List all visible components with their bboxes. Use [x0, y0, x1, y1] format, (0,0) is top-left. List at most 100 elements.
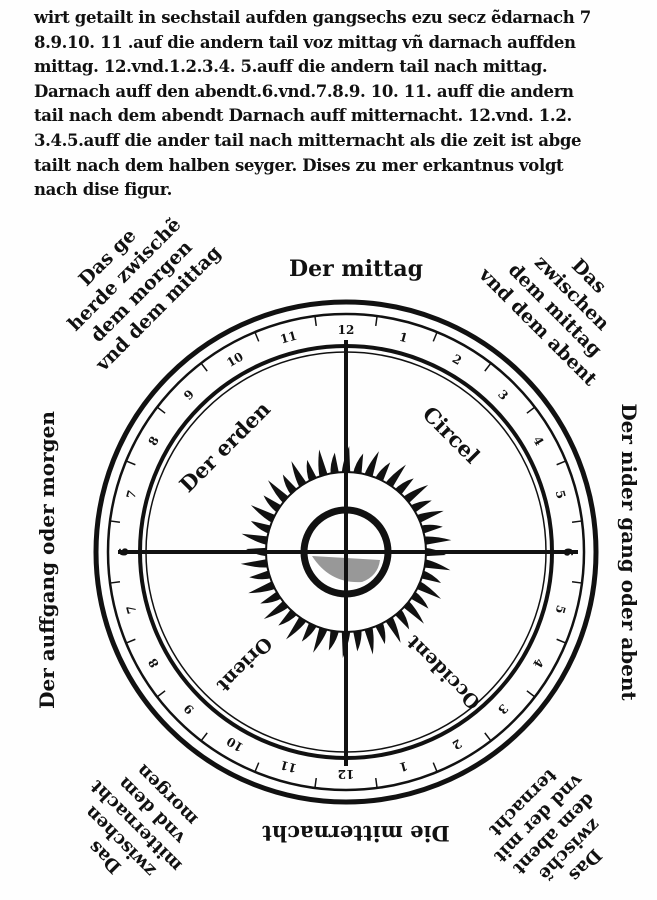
- hour-number: 5: [553, 489, 569, 501]
- label-occident: Occident: [402, 631, 485, 714]
- corner-label-ne: Das zwischen dem mittag vnd dem abent: [474, 251, 614, 390]
- half-hour-tick: [314, 315, 317, 327]
- text-line: 8.9.10. 11 .auf die andern tail voz mitt…: [34, 32, 576, 52]
- hour-number: 9: [181, 387, 197, 403]
- sun-ray: [415, 580, 442, 599]
- sun-ray: [250, 520, 273, 535]
- sun-ray: [313, 625, 329, 653]
- half-hour-tick: [375, 315, 378, 327]
- sun-ray: [240, 558, 270, 568]
- hour-number: 6: [561, 548, 575, 556]
- hour-number: 6: [561, 548, 575, 556]
- label-orient: Orient: [212, 632, 276, 696]
- hour-number: 12: [338, 323, 355, 337]
- hour-number: 2: [450, 352, 464, 368]
- hour-number: 12: [338, 767, 355, 781]
- sun-ray: [306, 459, 318, 483]
- label-die-mitternacht: Die mitternacht: [262, 821, 450, 846]
- hour-number: 11: [279, 758, 299, 776]
- half-hour-tick: [109, 581, 121, 584]
- body-text: wirt getailt in sechstail aufden gangsec…: [34, 6, 646, 203]
- half-hour-tick: [432, 762, 438, 773]
- hour-number: 3: [495, 701, 511, 717]
- sun-ray: [374, 621, 386, 645]
- hour-number: 7: [124, 604, 140, 616]
- half-hour-tick: [125, 638, 136, 644]
- corner-label-sw: Das zwischen mitternacht vnd dem morgen: [81, 760, 202, 881]
- label-nider-gang: Der nider gang oder abent: [617, 403, 641, 701]
- text-line: tail nach dem abendt Darnach auff mitter…: [34, 106, 572, 126]
- text-line: mittag. 12.vnd.1.2.3.4. 5.auff die ander…: [34, 57, 548, 77]
- half-hour-tick: [254, 331, 260, 342]
- sun-ray: [249, 569, 273, 580]
- half-hour-tick: [125, 460, 136, 466]
- hour-number: 5: [553, 604, 569, 616]
- label-der-erden: Der erden: [174, 396, 275, 497]
- half-hour-tick: [200, 732, 208, 742]
- hour-number: 9: [181, 701, 197, 717]
- half-hour-tick: [200, 362, 208, 372]
- sun-ray: [241, 533, 270, 546]
- sun-ray: [415, 510, 444, 524]
- hour-number: 8: [146, 656, 162, 670]
- sun-ray: [291, 461, 308, 489]
- sun-ray: [363, 625, 374, 655]
- sun-ray: [402, 485, 429, 505]
- hour-number: 10: [224, 734, 245, 754]
- sun-ray: [318, 449, 329, 479]
- sun-ray: [363, 451, 379, 479]
- half-hour-tick: [526, 406, 536, 414]
- sun-ray: [352, 453, 364, 476]
- sun-ray: [419, 524, 443, 535]
- sun-ray: [384, 464, 406, 489]
- hour-number: 8: [146, 434, 162, 448]
- hour-number: 11: [279, 329, 299, 347]
- sun-ray: [352, 628, 362, 652]
- sun-ray: [263, 599, 290, 619]
- hour-number: 6: [117, 548, 131, 556]
- sun-ray: [402, 599, 424, 624]
- hour-number: 10: [224, 350, 245, 370]
- text-line: wirt getailt in sechstail aufden gangsec…: [34, 8, 591, 27]
- sun-ray: [422, 558, 451, 571]
- half-hour-tick: [109, 520, 121, 523]
- text-line: 3.4.5.auff die ander tail nach mitternac…: [34, 130, 582, 150]
- half-hour-tick: [156, 406, 166, 414]
- sun-ray: [328, 628, 340, 651]
- hour-number: 3: [495, 387, 511, 403]
- label-auffgang: Der auffgang oder morgen: [35, 411, 59, 709]
- label-der-mittag: Der mittag: [289, 256, 423, 282]
- outer-ring-inner: [106, 312, 586, 792]
- hour-number: 4: [530, 434, 546, 448]
- half-hour-tick: [156, 690, 166, 698]
- sun-ray: [250, 505, 277, 524]
- half-hour-tick: [432, 331, 438, 342]
- sun-ray: [422, 536, 452, 546]
- half-hour-tick: [571, 520, 583, 523]
- sun-ray: [248, 580, 277, 594]
- half-hour-tick: [484, 732, 492, 742]
- sun-ray: [330, 452, 340, 476]
- half-hour-tick: [314, 777, 317, 789]
- hour-number: 7: [124, 489, 140, 501]
- sun-ray: [268, 480, 290, 505]
- text-line: tailt nach dem halben seyger. Dises zu m…: [34, 155, 564, 175]
- sun-ray: [384, 615, 401, 643]
- outer-ring: [93, 299, 599, 805]
- label-circel: Circel: [418, 401, 485, 468]
- half-hour-tick: [556, 638, 567, 644]
- text-line: Darnach auff den abendt.6.vnd.7.8.9. 10.…: [34, 81, 574, 101]
- hour-number: 6: [117, 548, 131, 556]
- hour-number: 2: [450, 736, 464, 752]
- half-hour-tick: [571, 581, 583, 584]
- sun-ray: [419, 569, 442, 584]
- half-hour-tick: [254, 762, 260, 773]
- hour-number: 1: [398, 330, 410, 346]
- half-hour-tick: [375, 777, 378, 789]
- half-hour-tick: [526, 690, 536, 698]
- sun-ray: [286, 615, 308, 640]
- hour-number: 4: [530, 656, 546, 670]
